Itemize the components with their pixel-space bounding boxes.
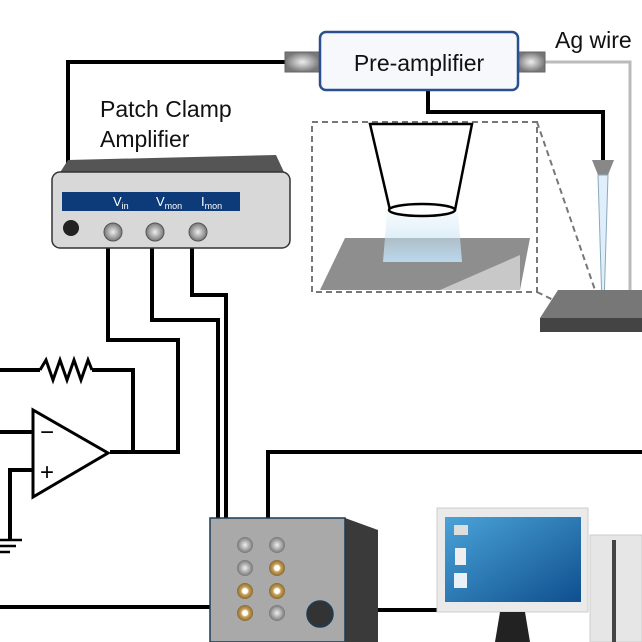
vmon-label: V: [156, 194, 165, 209]
vmon-sub: mon: [165, 201, 183, 211]
vmon-connector: [145, 222, 165, 242]
amplifier-title-line2: Amplifier: [100, 126, 190, 152]
op-amp: [31, 407, 111, 500]
daq-side: [345, 518, 378, 642]
monitor-stand: [495, 612, 530, 642]
imon-connector: [188, 222, 208, 242]
imon-label: I: [201, 194, 205, 209]
feedback-wire-2: [92, 368, 135, 453]
vin-label: V: [113, 194, 122, 209]
headstage-port: [63, 220, 79, 236]
pipette-holder: [592, 160, 614, 175]
amplifier-label-band: [62, 192, 240, 211]
preamp-left-connector: [284, 51, 321, 73]
wires: [0, 60, 642, 612]
amplifier-title-line1: Patch Clamp: [100, 96, 232, 122]
ag-wire-line: [545, 60, 632, 292]
daq-knob: [306, 600, 334, 628]
control-wire: [266, 450, 642, 545]
light-cone: [383, 212, 462, 262]
ag-wire-label: Ag wire: [555, 27, 632, 53]
pipette: [597, 174, 609, 306]
preamp-to-pipette-wire: [426, 88, 605, 162]
folder-icon: [454, 573, 467, 588]
resistor: [38, 355, 94, 385]
op-amp-minus: −: [40, 419, 54, 446]
preamp-box: [318, 30, 520, 92]
daq-connectors: [237, 537, 285, 621]
recording-sample: [540, 290, 642, 318]
plus-input-wire: [8, 468, 33, 540]
imon-sub: mon: [205, 201, 223, 211]
svg-text:Vmon: Vmon: [156, 194, 182, 211]
vin-wire: [106, 245, 180, 454]
microscope-inset: [311, 121, 538, 293]
vin-sub: in: [122, 201, 129, 211]
vin-connector: [103, 222, 123, 242]
disk-icon: [454, 525, 468, 535]
svg-text:Vin: Vin: [113, 194, 129, 211]
svg-text:Imon: Imon: [201, 194, 222, 211]
imon-wire: [190, 245, 238, 547]
objective: [368, 122, 474, 212]
ground-icon: [0, 538, 22, 554]
preamp-right-connector: [516, 51, 546, 73]
trash-icon: [455, 548, 466, 565]
preamp-label: Pre-amplifier: [354, 50, 485, 76]
op-amp-plus: +: [40, 459, 54, 486]
